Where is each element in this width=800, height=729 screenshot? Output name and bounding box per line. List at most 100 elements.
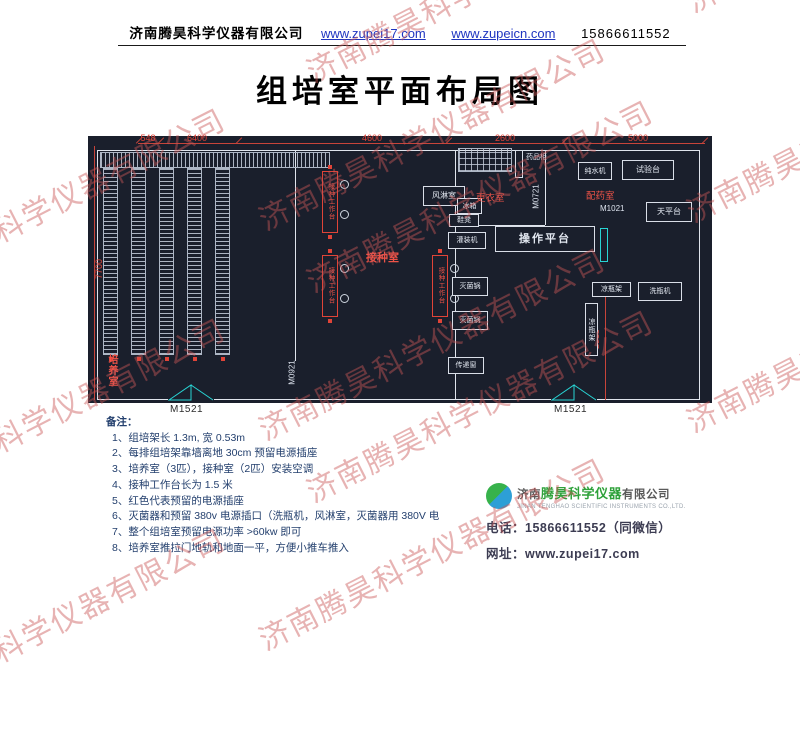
- fridge: 冰箱: [457, 198, 482, 214]
- page-title: 组培室平面布局图: [256, 74, 544, 109]
- door-leaf: [600, 228, 608, 262]
- pure-water-label: 纯水机: [584, 167, 606, 175]
- medicine-cabinet-label: 药品柜: [526, 154, 547, 161]
- bottle-rack-v: 凉瓶架: [585, 303, 598, 356]
- note-item: 5、红色代表预留的电源插座: [112, 494, 244, 507]
- note-item: 3、培养室（3匹），接种室（2匹）安装空调: [112, 463, 314, 476]
- note-item: 8、培养室推拉门地轨和地面一平，方便小推车推入: [112, 541, 349, 554]
- dim-line-top: [138, 143, 705, 144]
- room-label-pharmacy: 配药室: [586, 191, 615, 202]
- wall-culture-inoculation: [295, 150, 296, 361]
- double-door-icon: [168, 382, 214, 401]
- footer-company-suffix: 有限公司: [622, 489, 671, 501]
- stool: [340, 264, 349, 273]
- culture-rack: [187, 168, 202, 355]
- page-header: 济南腾昊科学仪器有限公司 www.zupei17.com www.zupeicn…: [0, 22, 800, 42]
- bottle-rack-label: 凉瓶架: [588, 317, 595, 342]
- filling-machine-label: 灌装机: [456, 237, 478, 244]
- notes-title: 备注：: [106, 416, 138, 428]
- door-m1521-left: M1521: [170, 404, 204, 415]
- culture-rack: [159, 168, 174, 355]
- room-label-culture: 培养室: [106, 354, 117, 387]
- power-outlet: [328, 249, 332, 253]
- inoculation-bench: 接种工作台: [322, 171, 338, 233]
- culture-rack: [131, 168, 146, 355]
- sterilizer-label: 灭菌锅: [459, 283, 481, 290]
- air-shower-label: 风淋室: [432, 191, 456, 200]
- note-item: 1、组培架长 1.3m, 宽 0.53m: [112, 431, 246, 444]
- door-m0721: M0721: [531, 184, 541, 209]
- fridge-label: 冰箱: [462, 202, 477, 210]
- door-m1021: M1021: [600, 204, 625, 213]
- wall-changing-bottom: [455, 225, 545, 226]
- door-m1521-right: M1521: [554, 404, 588, 415]
- operation-platform-label: 操作平台: [519, 232, 571, 245]
- inoculation-bench: 接种工作台: [432, 255, 448, 317]
- dim-tick: [701, 137, 709, 144]
- notes-block: 备注： 1、组培架长 1.3m, 宽 0.53m 2、每排组培架靠墙离地 30c…: [106, 415, 439, 556]
- power-outlet: [109, 357, 113, 361]
- power-outlet: [438, 249, 442, 253]
- power-outlet: [165, 357, 169, 361]
- bottle-washer: 洗瓶机: [638, 282, 682, 301]
- power-outlet: [328, 235, 332, 239]
- transfer-window-label: 传递窗: [455, 362, 477, 369]
- note-item: 7、整个组培室预留电源功率 >60kw 即可: [112, 525, 302, 538]
- double-door-icon: [551, 382, 597, 401]
- company-name: 济南腾昊科学仪器有限公司: [129, 26, 304, 41]
- footer-logo-icon: [486, 483, 512, 509]
- power-outlet: [193, 357, 197, 361]
- stool: [340, 180, 349, 189]
- bench-label: 接种工作台: [327, 183, 334, 221]
- filling-machine: 灌装机: [448, 232, 486, 249]
- power-outlet: [221, 357, 225, 361]
- footer-company-en: JINAN TENGHAO SCIENTIFIC INSTRUMENTS CO.…: [517, 504, 686, 510]
- note-item: 4、接种工作台长为 1.5 米: [112, 478, 233, 491]
- footer-company-core: 腾昊科学仪器: [541, 486, 623, 501]
- transfer-window: 传递窗: [448, 357, 484, 374]
- dim-4600: 4600: [361, 133, 383, 143]
- air-shower: 风淋室: [423, 186, 465, 206]
- footer-company-name: 济南腾昊科学仪器有限公司: [517, 483, 686, 502]
- medicine-cabinet-box: [515, 150, 523, 178]
- stool: [340, 210, 349, 219]
- note-item: 2、每排组培架靠墙离地 30cm 预留电源插座: [112, 447, 318, 460]
- bottle-rack-label: 凉瓶架: [601, 286, 622, 293]
- power-outlet: [328, 165, 332, 169]
- shoe-bench-label: 鞋凳: [457, 217, 471, 224]
- dim-7700: 7700: [94, 258, 104, 280]
- stool: [450, 264, 459, 273]
- dim-5000: 5000: [627, 133, 649, 143]
- footer-company-city: 济南: [517, 489, 541, 501]
- dim-2600: 2600: [494, 133, 516, 143]
- dim-6400: 6400: [186, 133, 208, 143]
- shoe-bench: 鞋凳: [449, 214, 479, 227]
- balance-label: 天平台: [657, 207, 681, 216]
- sterilizer-label: 灭菌锅: [459, 317, 481, 324]
- stairs-grid: [458, 148, 512, 172]
- dim-548: 548: [140, 133, 156, 143]
- header-divider: [118, 45, 686, 46]
- culture-rack: [103, 168, 118, 355]
- power-outlet: [438, 319, 442, 323]
- test-bench: 试验台: [622, 160, 674, 180]
- bottle-washer-label: 洗瓶机: [649, 288, 671, 295]
- bottle-rack-h: 凉瓶架: [592, 282, 631, 297]
- dim-line-right: [605, 282, 606, 400]
- room-label-changing: 更衣室: [476, 193, 505, 204]
- link-zupeicn[interactable]: www.zupeicn.com: [451, 26, 556, 41]
- footer-site[interactable]: 网址：www.zupei17.com: [486, 547, 640, 561]
- power-outlet: [328, 319, 332, 323]
- sterilizer: 灭菌锅: [452, 311, 488, 330]
- link-zupei17[interactable]: www.zupei17.com: [320, 26, 426, 41]
- pure-water-machine: 纯水机: [578, 162, 612, 180]
- culture-rack-top: [100, 152, 330, 168]
- inoculation-bench: 接种工作台: [322, 255, 338, 317]
- stool: [340, 294, 349, 303]
- wall-changing-right: [545, 150, 546, 225]
- dim-line-left: [94, 146, 95, 400]
- culture-rack: [215, 168, 230, 355]
- footer-phone: 电话：15866611552（同微信）: [486, 521, 672, 535]
- header-phone: 15866611552: [581, 26, 671, 41]
- room-label-inoculation: 接种室: [366, 252, 399, 264]
